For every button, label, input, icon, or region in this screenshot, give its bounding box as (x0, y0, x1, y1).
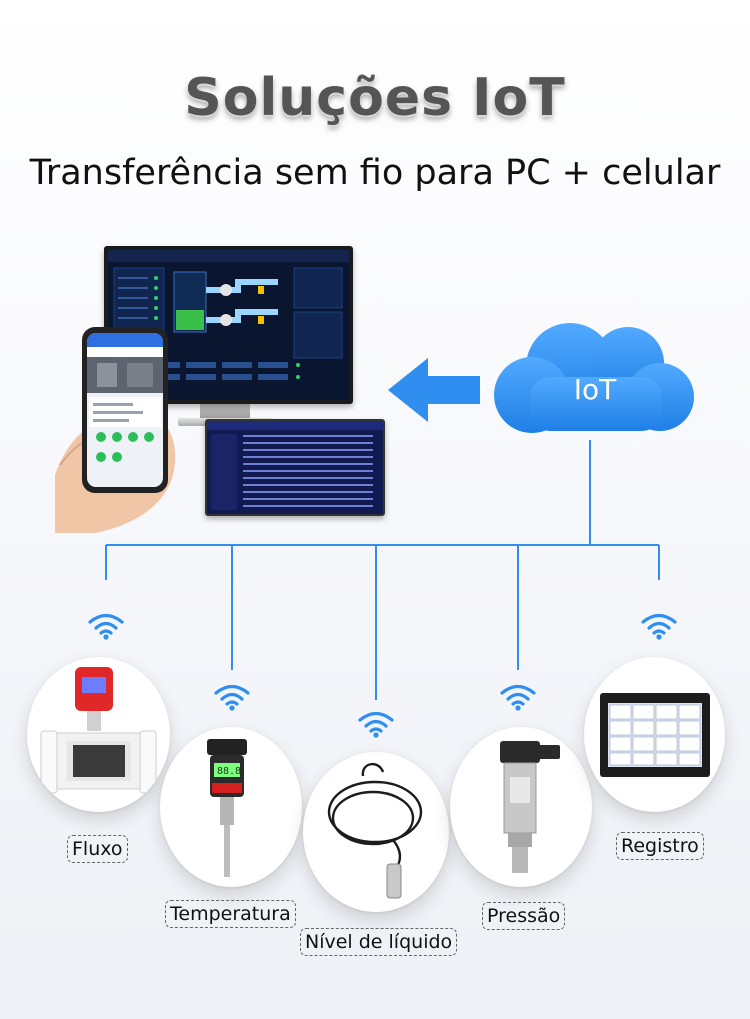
phone-screen (87, 333, 163, 487)
wifi-icon (499, 683, 537, 711)
data-table-screen (205, 419, 385, 516)
device-pressure-transmitter (450, 727, 592, 887)
wifi-icon (213, 683, 251, 711)
device-label-recorder: Registro (616, 832, 704, 860)
wifi-icon (87, 612, 125, 640)
arrow-left-icon (388, 358, 480, 422)
wifi-icon (640, 612, 678, 640)
device-level-probe (303, 752, 449, 912)
iot-cloud: IoT (490, 315, 700, 435)
page-subtitle: Transferência sem fio para PC + celular (29, 153, 721, 193)
device-temperature-sensor: 88.8 (160, 727, 302, 887)
device-label-temperature: Temperatura (165, 900, 296, 928)
connection-lines (105, 440, 660, 700)
device-label-level: Nível de líquido (300, 928, 458, 956)
smartphone (82, 327, 168, 493)
wifi-icon (357, 710, 395, 738)
data-table-graphic (207, 421, 383, 514)
page-title: Soluções IoT (184, 68, 566, 128)
svg-text:88.8: 88.8 (217, 766, 241, 777)
device-label-flow: Fluxo (67, 835, 128, 863)
device-label-pressure: Pressão (482, 902, 566, 930)
device-recorder (584, 657, 725, 812)
cloud-icon (494, 323, 694, 433)
dashboard-screen (108, 250, 349, 400)
device-flow-meter (27, 657, 170, 812)
monitor-stand (200, 400, 250, 420)
cloud-label: IoT (573, 373, 617, 406)
